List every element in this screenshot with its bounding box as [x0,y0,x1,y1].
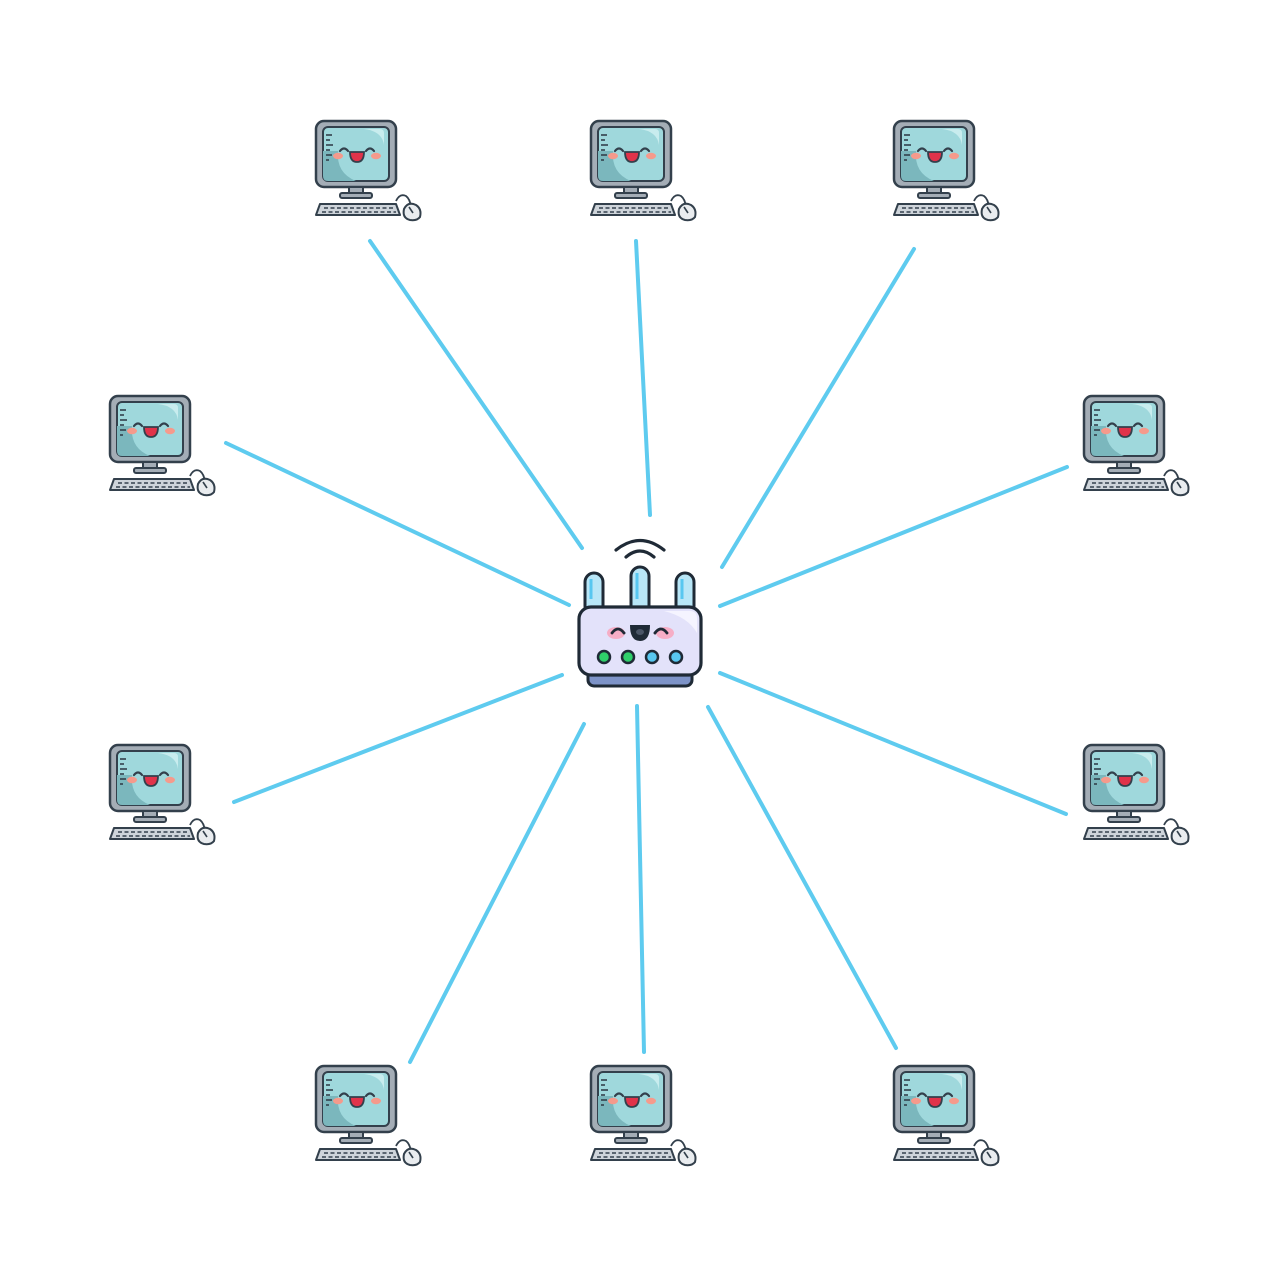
link-line-bottom-center [635,704,646,1054]
computer-icon [589,119,697,222]
computer-icon [1082,394,1190,497]
link-line-bottom-right [706,705,898,1050]
link-line-upper-left [224,441,571,607]
link-line-upper-right [718,465,1069,608]
computer-icon [892,119,1000,222]
link-line-top-center [634,239,652,517]
computer-icon [314,1064,422,1167]
link-line-top-right [720,247,916,569]
link-layer [224,239,1069,1064]
computer-icon [892,1064,1000,1167]
link-line-top-left [368,239,584,550]
link-line-lower-right [718,671,1068,816]
computer-icon [314,119,422,222]
link-line-lower-left [232,673,564,804]
computer-icon [108,394,216,497]
computer-icon [589,1064,697,1167]
computer-icon [1082,743,1190,846]
computer-icon [108,743,216,846]
router-icon [577,538,703,688]
link-line-bottom-left [408,722,586,1064]
